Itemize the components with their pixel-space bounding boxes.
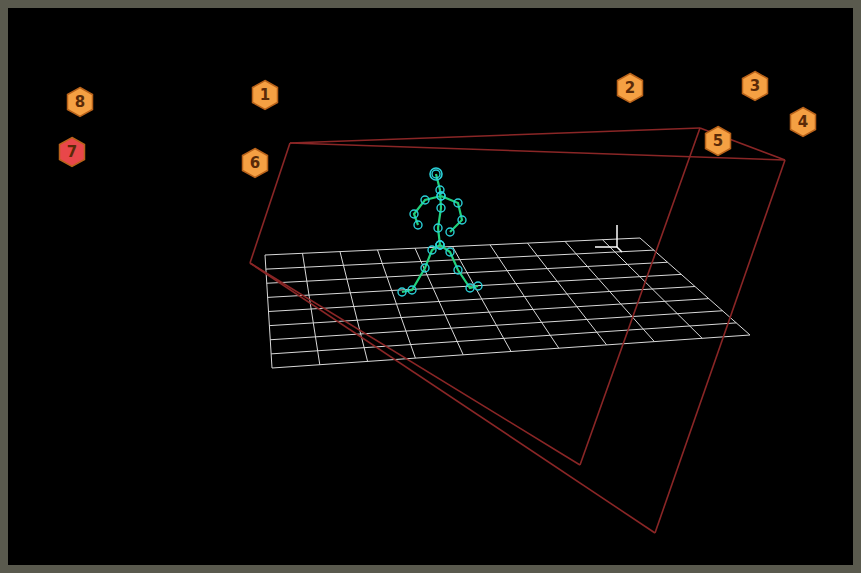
camera-marker: 8: [67, 87, 93, 117]
camera-number: 3: [742, 71, 768, 101]
camera-number: 1: [252, 80, 278, 110]
camera-marker: 2: [617, 73, 643, 103]
camera-marker: 4: [790, 107, 816, 137]
camera-number: 8: [67, 87, 93, 117]
camera-number: 6: [242, 148, 268, 178]
camera-marker: 7: [59, 137, 85, 167]
camera-number: 5: [705, 126, 731, 156]
camera-number: 7: [59, 137, 85, 167]
capture-frustum: [250, 128, 785, 533]
camera-marker: 1: [252, 80, 278, 110]
camera-marker: 6: [242, 148, 268, 178]
camera-marker: 5: [705, 126, 731, 156]
skeleton-figure: [398, 168, 482, 296]
axes-gizmo: [595, 225, 622, 252]
camera-marker: 3: [742, 71, 768, 101]
camera-number: 4: [790, 107, 816, 137]
floor-grid: [265, 238, 750, 368]
camera-number: 2: [617, 73, 643, 103]
viewport: [8, 8, 853, 565]
